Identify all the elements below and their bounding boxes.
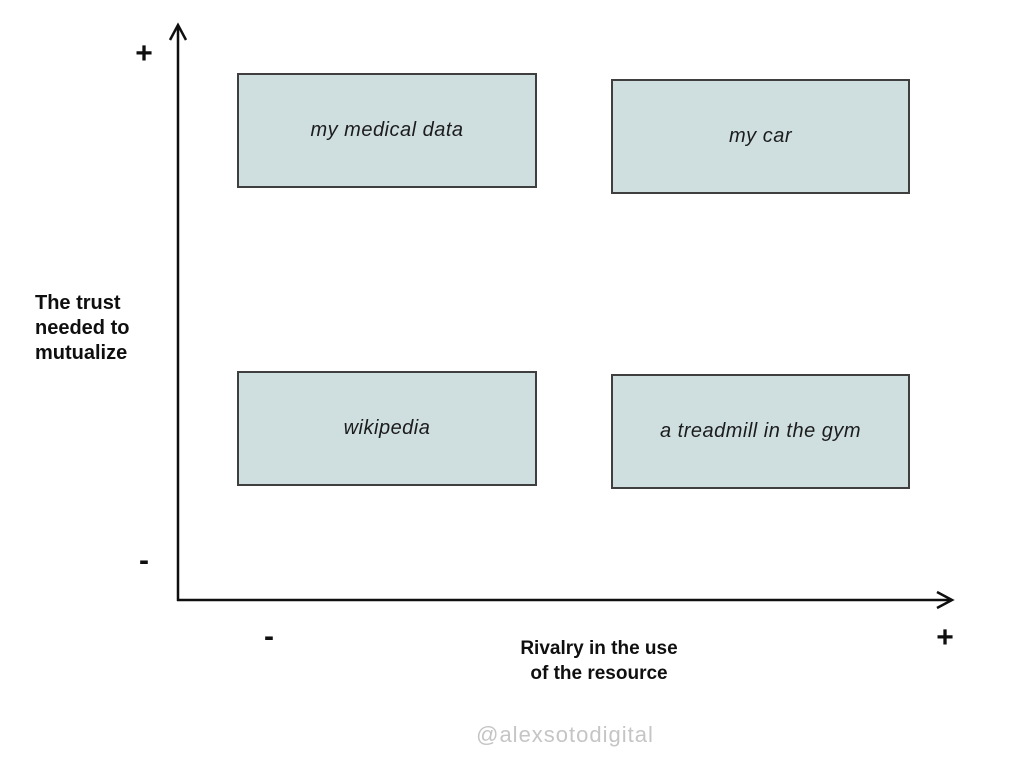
x-axis-minus-sign: - [264,620,274,653]
x-axis-label: Rivalry in the use of the resource [520,638,678,684]
y-axis-plus-sign: + [135,37,153,70]
quadrant-box-top-right: my car [611,79,910,194]
x-axis-plus-sign: + [936,621,954,654]
quadrant-label: my medical data [310,119,464,141]
watermark-handle: @alexsotodigital [476,722,654,747]
quadrant-label: a treadmill in the gym [659,420,862,442]
quadrant-box-bottom-right: a treadmill in the gym [611,374,910,489]
quadrant-label: my car [729,125,792,147]
y-axis-arrowhead-icon [168,22,188,41]
quadrant-box-top-left: my medical data [237,73,537,188]
x-axis-arrowhead-icon [936,590,955,610]
quadrant-box-bottom-left: wikipedia [237,371,537,486]
y-axis-minus-sign: - [139,544,149,577]
quadrant-label: wikipedia [343,417,431,439]
y-axis-label: The trust needed to mutualize [35,292,130,364]
